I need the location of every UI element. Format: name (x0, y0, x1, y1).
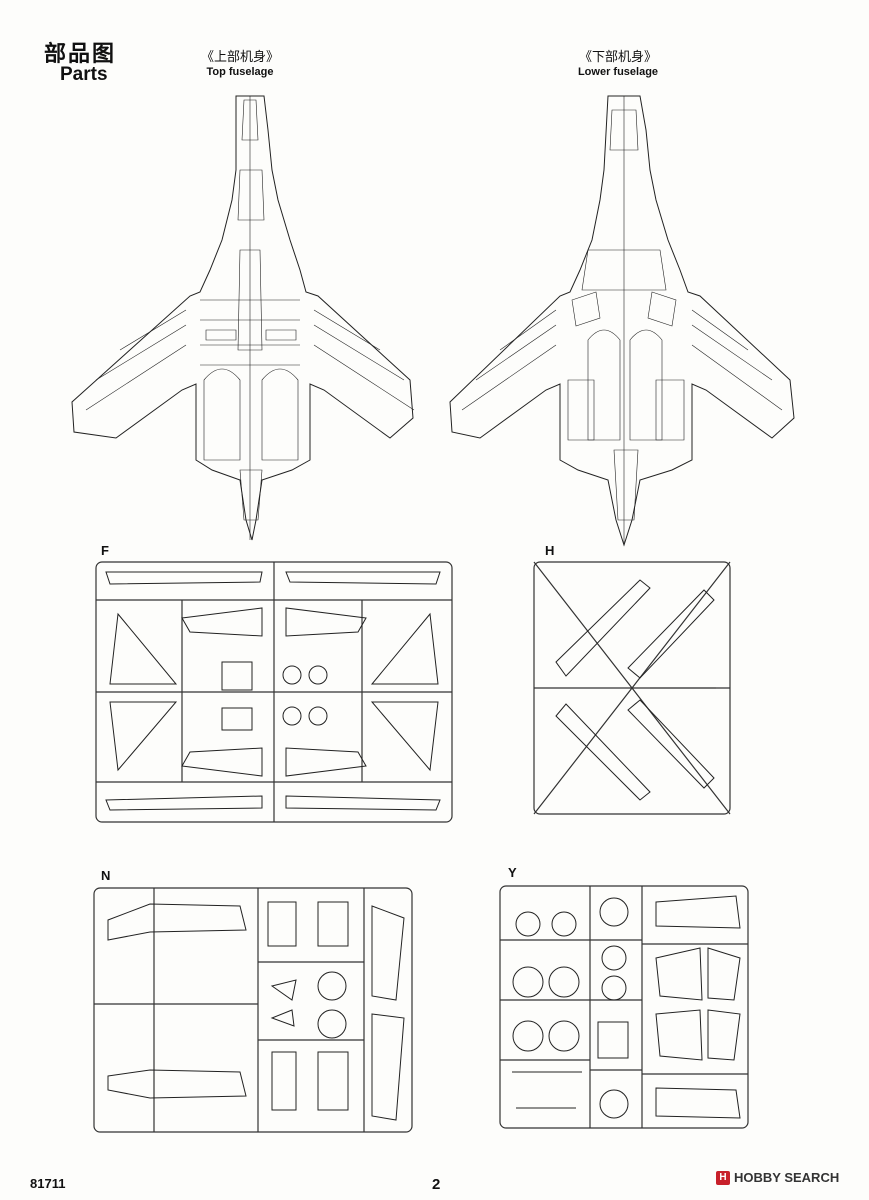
sprue-label-n: N (101, 868, 111, 883)
page-title-cn: 部品图 (44, 42, 117, 67)
sprue-label-h: H (545, 543, 555, 558)
watermark-text: HOBBY SEARCH (734, 1170, 840, 1185)
sprue-n-drawing (93, 887, 413, 1133)
sprue-h-drawing (533, 561, 731, 815)
lower-fuselage-caption-en: Lower fuselage (577, 66, 659, 78)
top-fuselage-drawing (71, 95, 415, 541)
lower-fuselage-caption: 《下部机身》 Lower fuselage (538, 51, 698, 79)
top-fuselage-caption-cn: 《上部机身》 (200, 50, 279, 65)
lower-fuselage-drawing (449, 95, 795, 547)
kit-code: 81711 (30, 1176, 66, 1191)
top-fuselage-caption-en: Top fuselage (206, 66, 274, 78)
sprue-f-drawing (95, 561, 453, 823)
top-fuselage-caption: 《上部机身》 Top fuselage (160, 51, 320, 79)
hobby-search-logo-icon: H (716, 1170, 730, 1185)
lower-fuselage-caption-cn: 《下部机身》 (578, 50, 657, 65)
page-title-en: Parts (60, 64, 108, 85)
watermark: H HOBBY SEARCH (716, 1170, 839, 1185)
page-number: 2 (432, 1176, 441, 1193)
sprue-label-y: Y (508, 865, 517, 880)
sprue-y-drawing (499, 885, 749, 1129)
sprue-label-f: F (101, 543, 109, 558)
